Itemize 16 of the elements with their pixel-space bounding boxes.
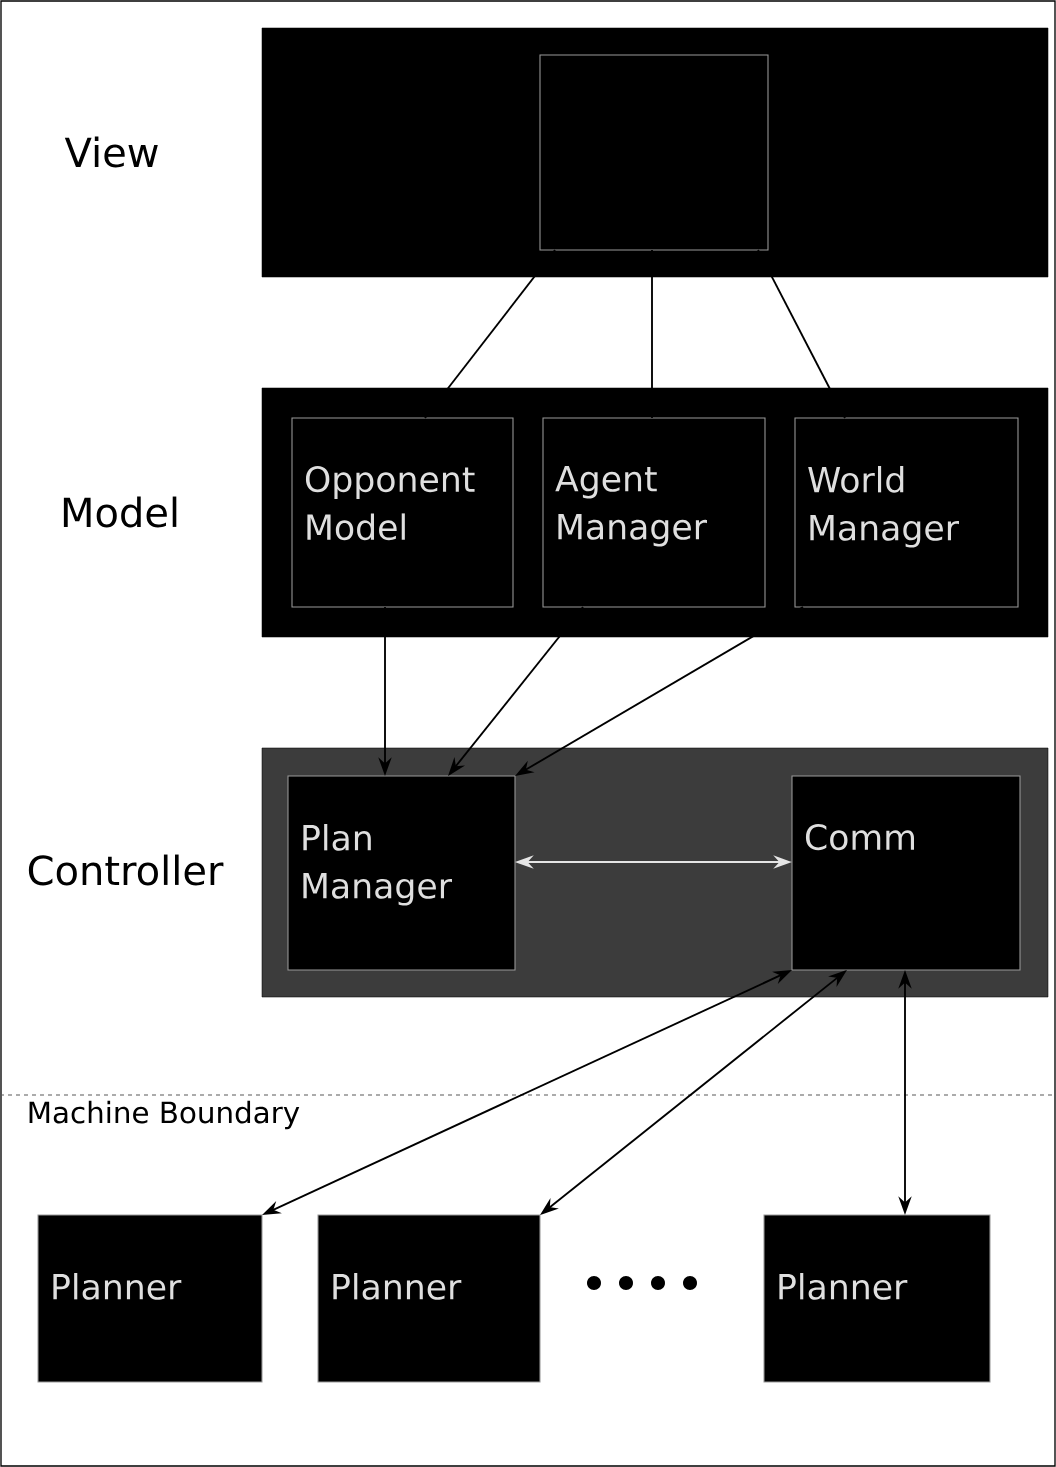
planner-box: Planner xyxy=(763,1214,991,1383)
component-box xyxy=(539,54,769,251)
boundary-label: Machine Boundary xyxy=(29,1100,300,1130)
node-label: View xyxy=(64,136,158,168)
component-box: Comm xyxy=(791,775,1021,971)
connector-line xyxy=(757,249,846,419)
planner-box: Planner xyxy=(317,1214,541,1383)
node-label: Controller xyxy=(28,854,224,886)
node-label: Model xyxy=(63,496,177,528)
component-box: Plan Manager xyxy=(287,775,516,971)
connector-line xyxy=(424,249,556,419)
component-box: Agent Manager xyxy=(542,417,766,608)
component-box: World Manager xyxy=(794,417,1019,608)
component-box: Opponent Model xyxy=(291,417,514,608)
connector-line xyxy=(651,249,653,419)
planner-box: Planner xyxy=(37,1214,263,1383)
